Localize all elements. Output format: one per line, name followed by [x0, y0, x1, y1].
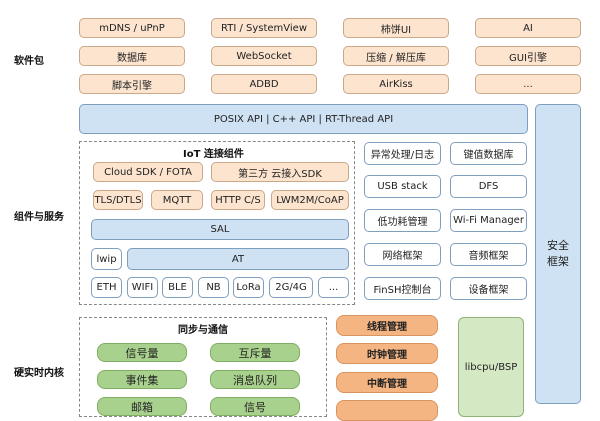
service-dfs: DFS	[450, 175, 527, 198]
service-usb-stack: USB stack	[364, 175, 441, 198]
security-framework: 安全 框架	[535, 104, 581, 404]
kernel-thread-mgmt: 线程管理	[336, 315, 438, 336]
sync-message-queue: 消息队列	[210, 370, 300, 389]
package-rti: RTI / SystemView	[211, 18, 317, 38]
package-gui-engine: GUI引擎	[475, 46, 581, 66]
package-ai: AI	[475, 18, 581, 38]
service-exception-log: 异常处理/日志	[364, 142, 441, 165]
link-wifi: WIFI	[127, 277, 158, 298]
package-airkiss: AirKiss	[343, 74, 449, 94]
link-cellular: 2G/4G	[269, 277, 313, 298]
service-finsh-console: FinSH控制台	[364, 277, 441, 300]
protocol-lwm2m: LWM2M/CoAP	[271, 190, 349, 210]
sync-mutex: 互斥量	[210, 343, 300, 362]
at-bar: AT	[127, 248, 349, 270]
lwip-box: lwip	[91, 248, 122, 270]
iot-group	[79, 141, 355, 305]
package-adbd: ADBD	[211, 74, 317, 94]
link-ble: BLE	[162, 277, 193, 298]
service-kv-db: 键值数据库	[450, 142, 527, 165]
package-more: ...	[475, 74, 581, 94]
package-mdns: mDNS / uPnP	[79, 18, 185, 38]
kernel-interrupt-mgmt: 中断管理	[336, 372, 438, 393]
kernel-next-mgmt	[336, 400, 438, 421]
layer-label-components: 组件与服务	[14, 212, 64, 223]
package-script-engine: 脚本引擎	[79, 74, 185, 94]
link-more: ...	[318, 277, 349, 298]
package-database: 数据库	[79, 46, 185, 66]
service-device-framework: 设备框架	[450, 277, 527, 300]
sync-semaphore: 信号量	[97, 343, 187, 362]
cloud-sdk: Cloud SDK / FOTA	[93, 162, 203, 182]
service-low-power: 低功耗管理	[364, 209, 441, 232]
service-audio-framework: 音频框架	[450, 243, 527, 266]
link-nb: NB	[198, 277, 229, 298]
iot-title: IoT 连接组件	[183, 149, 244, 160]
sync-title: 同步与通信	[178, 325, 228, 336]
protocol-mqtt: MQTT	[151, 190, 203, 210]
package-persimmon-ui: 柿饼UI	[343, 18, 449, 38]
layer-label-packages: 软件包	[14, 56, 44, 67]
sync-event-set: 事件集	[97, 370, 187, 389]
package-websocket: WebSocket	[211, 46, 317, 66]
link-lora: LoRa	[233, 277, 264, 298]
layer-label-kernel: 硬实时内核	[14, 368, 64, 379]
service-network-framework: 网络框架	[364, 243, 441, 266]
protocol-http: HTTP C/S	[211, 190, 265, 210]
libcpu-bsp: libcpu/BSP	[458, 317, 524, 417]
sync-mailbox: 邮箱	[97, 397, 187, 416]
sal-bar: SAL	[91, 219, 349, 240]
protocol-tls: TLS/DTLS	[93, 190, 143, 210]
kernel-clock-mgmt: 时钟管理	[336, 343, 438, 364]
package-compression: 压缩 / 解压库	[343, 46, 449, 66]
link-eth: ETH	[91, 277, 122, 298]
third-party-sdk: 第三方 云接入SDK	[211, 162, 349, 182]
service-wifi-manager: Wi-Fi Manager	[450, 209, 527, 232]
sync-signal: 信号	[210, 397, 300, 416]
api-bar: POSIX API | C++ API | RT-Thread API	[79, 104, 528, 134]
